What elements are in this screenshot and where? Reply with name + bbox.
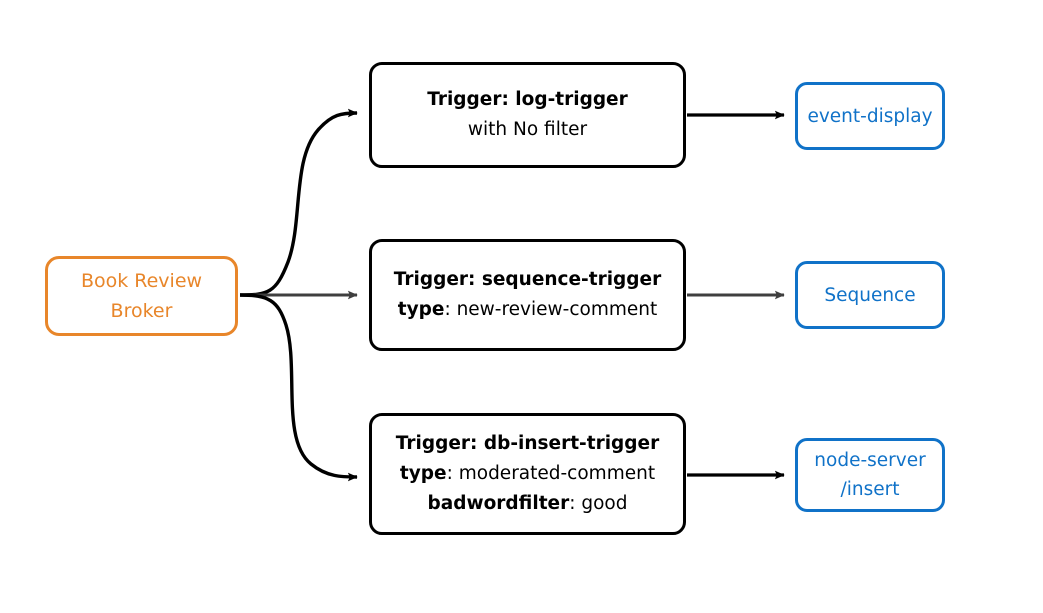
trigger-title: Trigger: db-insert-trigger	[395, 433, 660, 454]
node-trigger-sequence-trigger[interactable]: Trigger: sequence-trigger type: new-revi…	[369, 239, 686, 351]
node-target-event-display[interactable]: event-display	[795, 82, 945, 150]
edge-broker-to-db-insert-trigger	[239, 293, 358, 482]
trigger-title: Trigger: sequence-trigger	[393, 269, 662, 290]
edge-broker-to-log-trigger	[239, 108, 358, 297]
target-label: Sequence	[824, 284, 916, 306]
broker-label-line2: Broker	[110, 300, 173, 322]
target-label-line2: /insert	[840, 479, 900, 500]
node-trigger-log-trigger[interactable]: Trigger: log-trigger with No filter	[369, 62, 686, 168]
trigger-detail-line: badwordfilter: good	[427, 493, 628, 514]
trigger-title: Trigger: log-trigger	[427, 89, 628, 110]
node-trigger-db-insert-trigger[interactable]: Trigger: db-insert-trigger type: moderat…	[369, 413, 686, 535]
node-book-review-broker[interactable]: Book Review Broker	[45, 256, 238, 336]
target-label-line1: node-server	[814, 450, 926, 471]
broker-label-line1: Book Review	[80, 270, 203, 292]
trigger-detail-line: type: new-review-comment	[397, 299, 658, 320]
trigger-detail-line: with No filter	[467, 119, 588, 140]
node-target-node-server-insert[interactable]: node-server /insert	[795, 438, 945, 512]
target-label: event-display	[807, 105, 933, 127]
node-target-sequence[interactable]: Sequence	[795, 261, 945, 329]
trigger-detail-line: type: moderated-comment	[399, 463, 656, 484]
